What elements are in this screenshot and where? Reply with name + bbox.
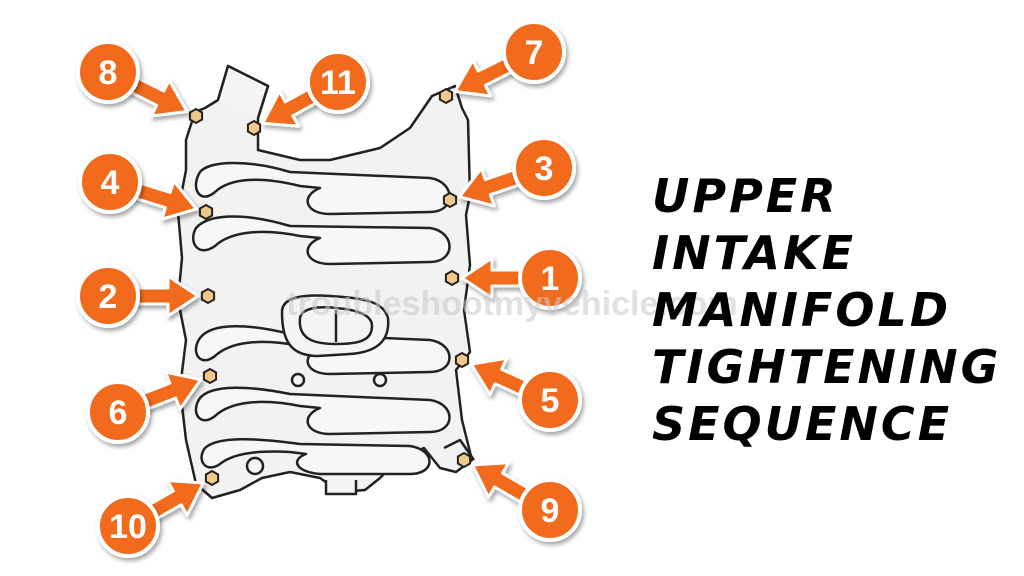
- bolt-5: [454, 351, 470, 369]
- bolt-9: [456, 451, 472, 469]
- callout-circle-3: [512, 136, 576, 200]
- callout-circle-7: [502, 20, 566, 84]
- callout-arrow-5: [469, 356, 532, 398]
- callout-number: 3: [535, 150, 554, 188]
- callout-circle-11: [306, 50, 370, 114]
- callout-arrow-8: [126, 75, 189, 118]
- callout-arrow-4: [130, 179, 198, 221]
- bolt-7: [438, 87, 454, 105]
- bolt-3: [442, 191, 458, 209]
- bolt-2: [200, 287, 216, 305]
- bolt-8: [188, 107, 204, 125]
- callout-number: 2: [99, 278, 118, 316]
- bolt-1: [444, 269, 460, 287]
- title-line: INTAKE: [652, 226, 857, 280]
- callout-arrow-2: [132, 274, 200, 318]
- callout-arrow-11: [261, 86, 321, 128]
- callout-circle-2: [76, 264, 140, 328]
- title-line: SEQUENCE: [652, 397, 953, 451]
- callout-arrow-3: [458, 166, 524, 208]
- callout-arrow-1: [460, 256, 526, 300]
- manifold-body: [176, 64, 476, 500]
- callout-number: 1: [541, 260, 560, 298]
- callout-circle-8: [76, 40, 140, 104]
- callout-arrow-9: [471, 461, 533, 506]
- title-line: MANIFOLD: [652, 283, 952, 337]
- callout-circle-6: [86, 380, 150, 444]
- callout-circle-4: [78, 150, 142, 214]
- title-line: TIGHTENING: [652, 340, 1002, 394]
- callout-arrow-6: [137, 370, 203, 412]
- watermark: troubleshootmyvehicle.com: [286, 285, 738, 323]
- callout-number: 10: [109, 508, 147, 546]
- bolt-10: [204, 469, 220, 487]
- title-line: UPPER: [652, 169, 839, 223]
- callout-number: 4: [101, 164, 120, 202]
- bolt-markers: [188, 87, 472, 487]
- bolt-6: [202, 367, 218, 385]
- callout-number: 5: [541, 382, 560, 420]
- bolt-11: [246, 119, 262, 137]
- callout-markers: 1 2 3 4 5 6 7 8 9 10 11: [76, 20, 582, 558]
- callout-circle-5: [518, 368, 582, 432]
- callout-circle-1: [518, 246, 582, 310]
- bolt-4: [198, 203, 214, 221]
- callout-number: 6: [109, 394, 128, 432]
- callout-circle-9: [518, 478, 582, 542]
- callout-arrow-10: [145, 479, 205, 522]
- callout-number: 11: [320, 64, 356, 102]
- diagram-title: UPPER INTAKE MANIFOLD TIGHTENING SEQUENC…: [652, 168, 1002, 453]
- callout-arrow-7: [453, 55, 516, 98]
- callout-number: 9: [541, 492, 560, 530]
- callout-number: 8: [99, 54, 118, 92]
- callout-circle-10: [96, 494, 160, 558]
- callout-number: 7: [525, 34, 544, 72]
